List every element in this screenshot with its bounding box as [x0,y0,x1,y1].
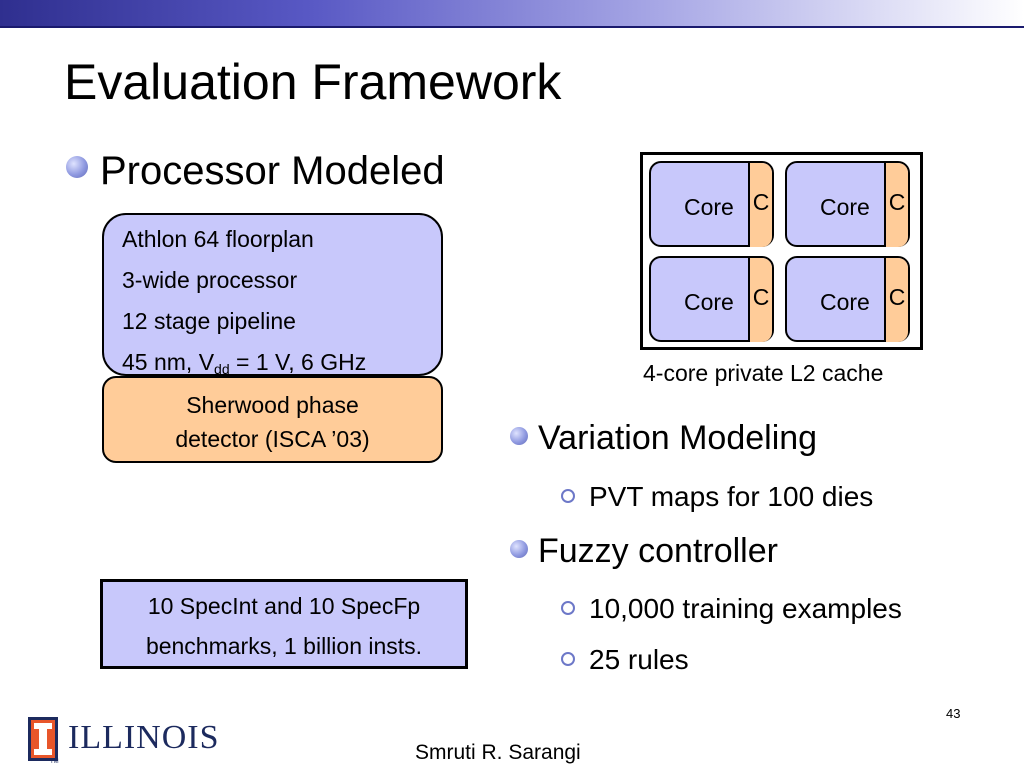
tech-prefix: 45 nm, V [122,349,215,375]
tech-suffix: = 1 V, 6 GHz [229,349,367,375]
slide-number: 43 [946,706,961,721]
sub-bullet-text: 25 rules [589,644,689,675]
sub-bullet-ring-icon [561,489,575,503]
core-label: Core [684,194,734,220]
bullet-fuzzy-controller: Fuzzy controller [510,532,778,571]
bullet-text: Variation Modeling [538,419,818,457]
cache-label: C [888,189,906,215]
sub-bullet-text: PVT maps for 100 dies [589,481,874,512]
core-block: Core C [649,256,774,342]
sub-bullet-text: 10,000 training examples [589,593,902,624]
logo-wordmark: ILLINOIS [68,719,220,756]
core-block: Core C [649,161,774,247]
bullet-dot-icon [510,540,528,558]
core-label: Core [684,289,734,315]
cache-label: C [752,284,770,310]
bullet-text: Processor Modeled [100,149,445,193]
sub-bullet-rules: 25 rules [561,644,689,676]
core-block: Core C [785,256,910,342]
cache-label: C [752,189,770,215]
sherwood-line-1: Sherwood phase [186,392,359,418]
core-block: Core C [785,161,910,247]
trademark-mark: TM [50,759,59,765]
tech-line: 45 nm, Vdd = 1 V, 6 GHz [122,342,441,390]
l2-cache-block: C [884,163,908,247]
sherwood-phase-detector-box: Sherwood phase detector (ISCA ’03) [102,376,443,463]
l2-cache-block: C [884,258,908,342]
slide-title: Evaluation Framework [64,54,562,110]
floorplan-line: Athlon 64 floorplan [122,226,314,252]
vdd-subscript: dd [214,361,230,377]
sub-bullet-ring-icon [561,652,575,666]
benchmarks-box: 10 SpecInt and 10 SpecFp benchmarks, 1 b… [100,579,468,669]
core-label: Core [820,289,870,315]
cache-label: C [888,284,906,310]
processor-spec-box: Athlon 64 floorplan 3-wide processor 12 … [102,213,443,377]
bullet-processor-modeled: Processor Modeled [66,146,445,196]
header-gradient-band [0,0,1024,26]
sherwood-line-2: detector (ISCA ’03) [175,426,370,452]
benchmarks-line-1: 10 SpecInt and 10 SpecFp [147,593,421,619]
l2-cache-block: C [748,163,772,247]
sub-bullet-pvt-maps: PVT maps for 100 dies [561,481,873,513]
l2-cache-block: C [748,258,772,342]
sub-bullet-ring-icon [561,601,575,615]
floorplan-caption: 4-core private L2 cache [643,360,884,386]
benchmarks-line-2: benchmarks, 1 billion insts. [145,633,423,659]
illinois-block-i-icon [28,717,58,761]
bullet-variation-modeling: Variation Modeling [510,419,817,458]
core-label: Core [820,194,870,220]
width-line: 3-wide processor [122,267,298,293]
bullet-text: Fuzzy controller [538,532,778,570]
pipeline-line: 12 stage pipeline [122,308,296,334]
bullet-dot-icon [66,156,88,178]
header-rule [0,26,1024,28]
four-core-floorplan-diagram: Core C Core C Core C Core C [640,152,923,350]
illinois-logo: ILLINOIS TM [28,715,228,765]
author-name: Smruti R. Sarangi [415,741,581,764]
sub-bullet-training-examples: 10,000 training examples [561,593,902,625]
bullet-dot-icon [510,427,528,445]
